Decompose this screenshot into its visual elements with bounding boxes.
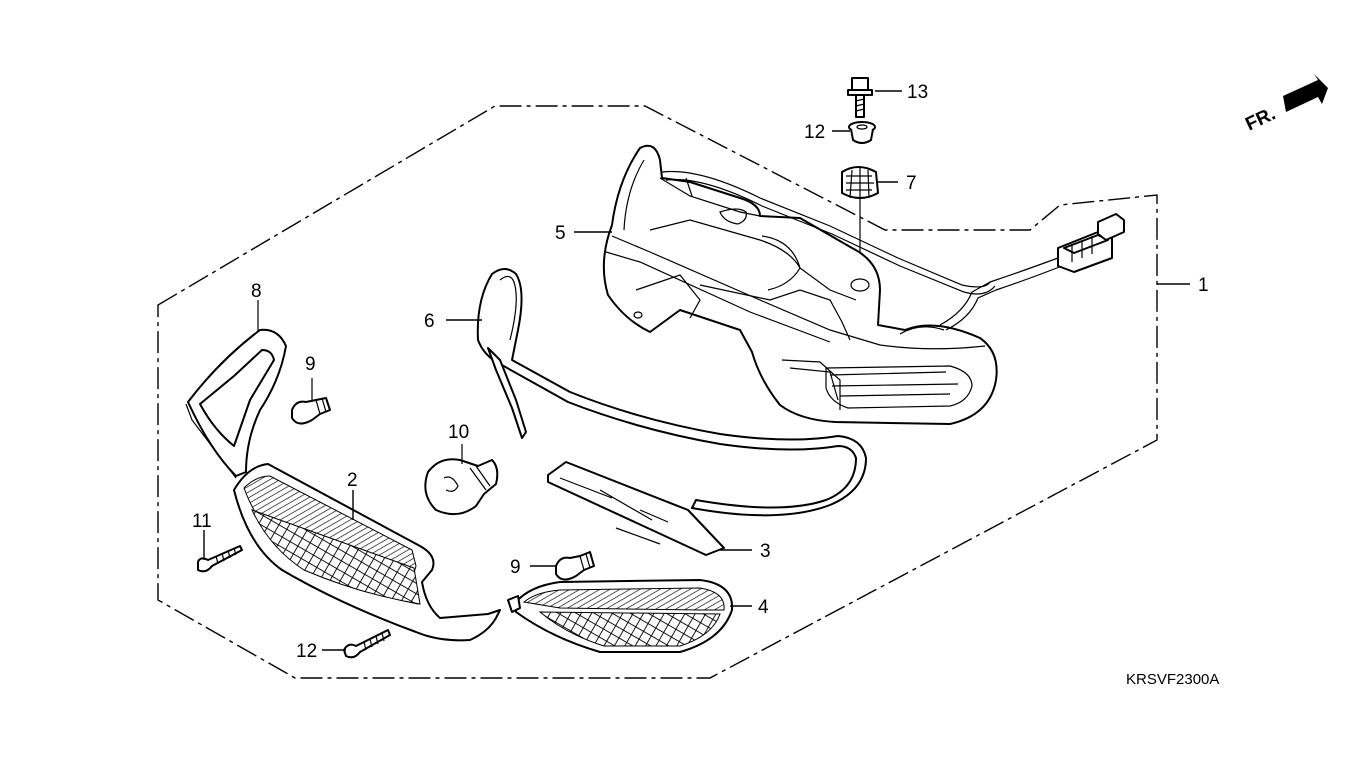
leader-lines xyxy=(203,90,1190,651)
front-direction-arrow: FR. xyxy=(1242,74,1328,135)
callout-1: 1 xyxy=(1198,275,1209,296)
callout-12-lower: 12 xyxy=(296,641,317,662)
bulb-10 xyxy=(424,444,499,516)
reflector-3 xyxy=(547,461,725,556)
callout-3: 3 xyxy=(760,541,771,562)
callout-7: 7 xyxy=(906,173,917,194)
seal-6 xyxy=(476,268,867,517)
callout-labels: 13 12 7 5 6 1 8 9 10 2 11 3 9 4 12 xyxy=(192,82,1209,662)
wire-connector xyxy=(1057,213,1125,273)
callout-4: 4 xyxy=(758,597,769,618)
callout-10: 10 xyxy=(448,422,469,443)
callout-8: 8 xyxy=(251,281,262,302)
callout-13: 13 xyxy=(907,82,928,103)
taillight-housing-5 xyxy=(602,144,1063,425)
svg-text:FR.: FR. xyxy=(1242,103,1279,135)
collar-11 xyxy=(848,121,876,144)
bolt-13 xyxy=(847,77,873,118)
diagram-code: KRSVF2300A xyxy=(1126,671,1219,688)
callout-12-upper: 11 xyxy=(192,511,212,532)
screw-12-lower xyxy=(343,629,391,659)
screw-12-upper xyxy=(197,545,243,573)
callout-9-lower: 9 xyxy=(510,557,521,578)
bulb-9-upper xyxy=(291,397,331,425)
callout-2: 2 xyxy=(347,470,358,491)
callout-6: 6 xyxy=(424,311,435,332)
assembly-boundary xyxy=(157,105,1158,679)
grommet-7 xyxy=(841,166,879,200)
side-lens-8 xyxy=(185,328,287,479)
main-lens-2 xyxy=(233,463,501,642)
callout-9-upper: 9 xyxy=(305,354,316,375)
bulb-9-lower xyxy=(555,551,595,581)
callout-5: 5 xyxy=(555,223,566,244)
callout-11: 12 xyxy=(804,122,825,143)
right-lens-4 xyxy=(507,579,734,653)
